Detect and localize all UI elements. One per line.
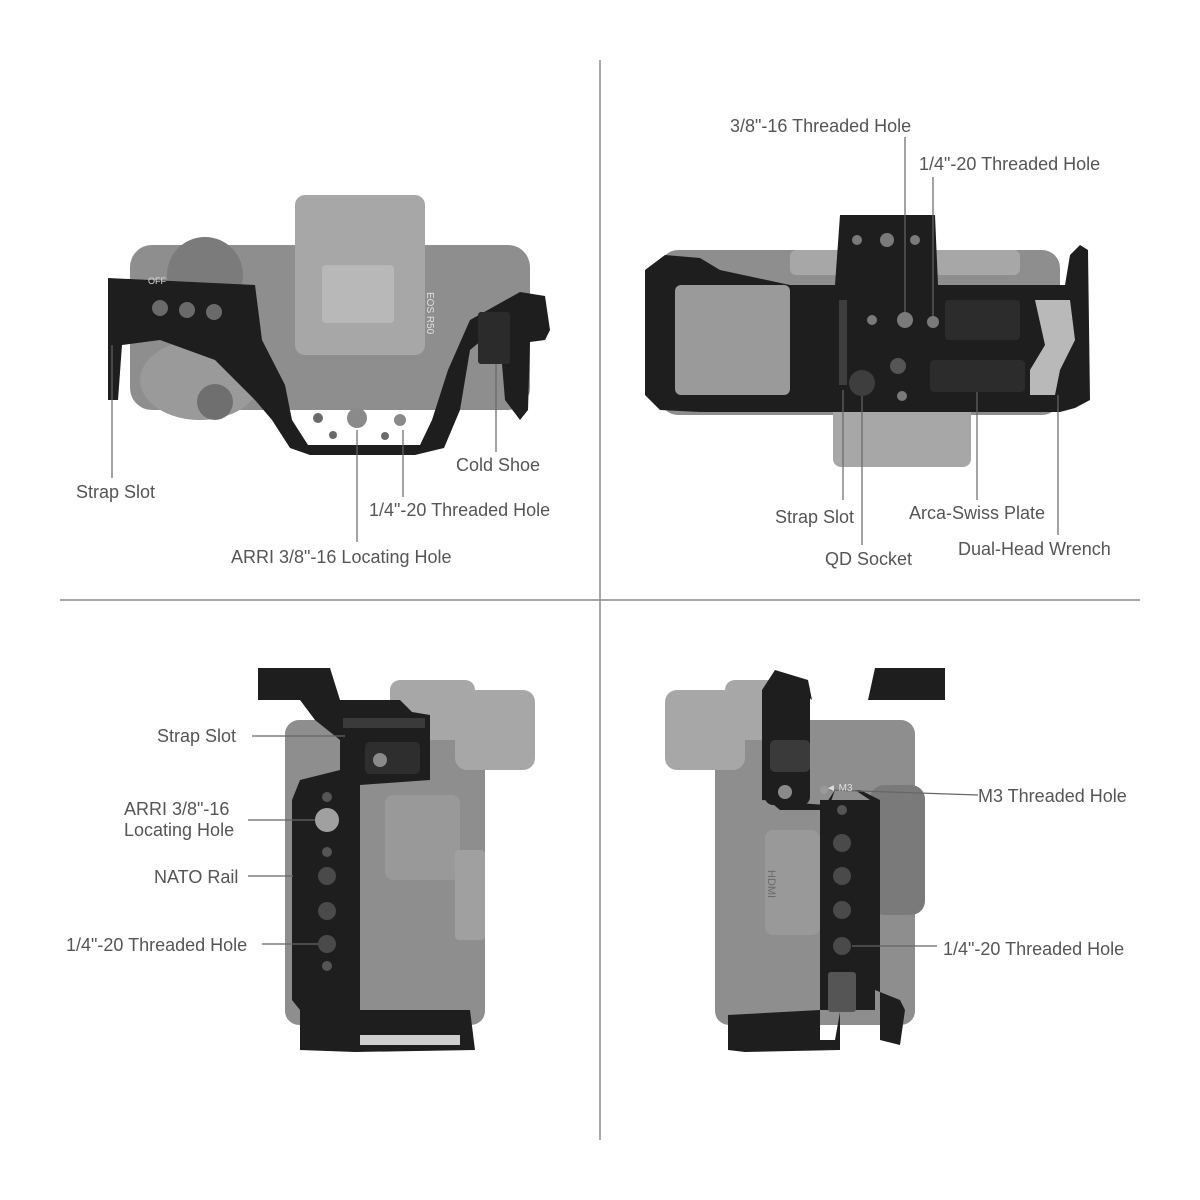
bottom-cage-hole [867,315,877,325]
left-view [248,668,535,1052]
bottom-wrench-label: Dual-Head Wrench [958,539,1111,559]
bottom-strap-slot-label: Strap Slot [775,507,855,527]
bottom-top-hole [880,233,894,247]
left-port-door [385,795,460,880]
left-cage-hole [318,902,336,920]
bottom-arca-plate [945,300,1020,340]
top-cage-hole [329,431,337,439]
bottom-hole-38 [897,312,913,328]
top-arri-hole-label: ARRI 3/8"-16 Locating Hole [231,547,452,567]
top-hotshoe [322,265,394,323]
top-cage-frame [108,278,550,455]
left-cage-frame [258,668,475,1052]
left-threaded-hole [318,935,336,953]
top-strap-slot-label: Strap Slot [76,482,156,502]
top-threaded-hole-label: 1/4"-20 Threaded Hole [369,500,551,520]
left-cage-hole [322,847,332,857]
right-threaded-hole [833,937,851,955]
top-cage-hole [179,302,195,318]
right-cage-hole [837,805,847,815]
top-cage-hole [381,432,389,440]
bottom-hole-14 [927,316,939,328]
top-cage-hole [313,413,323,423]
right-m3-hole [820,786,828,794]
right-cage-slot [828,972,856,1012]
left-nato-label: NATO Rail [154,867,239,887]
bottom-strap-slot [839,300,847,385]
left-clamp-screw [373,753,387,767]
right-m3-label: M3 Threaded Hole [978,786,1127,806]
left-clamp [365,742,420,774]
left-arri-label-line2: Locating Hole [124,820,235,840]
m3-marking: ◄ M3 [826,783,853,794]
right-clamp-screw [778,785,792,799]
right-cage-hole [833,867,851,885]
top-shutter-button [197,384,233,420]
top-cold-shoe-label: Cold Shoe [456,455,541,475]
bottom-qd-label: QD Socket [825,549,913,569]
right-grip [870,785,925,915]
right-hdmi-door [765,830,820,935]
top-threaded-hole [394,414,406,426]
bottom-cage-hole [897,391,907,401]
right-threaded-label: 1/4"-20 Threaded Hole [943,939,1125,959]
right-leader-m3 [829,789,979,796]
left-arri-hole [315,808,339,832]
hdmi-marking: HDMI [765,870,777,899]
bottom-eyecup [833,405,971,467]
bottom-arca-slot [930,360,1025,392]
left-cage-hole [322,792,332,802]
bottom-threaded-14-label: 1/4"-20 Threaded Hole [919,154,1101,174]
eos-marking: EOS R50 [424,292,435,335]
top-arri-hole [347,408,367,428]
left-arri-label-line1: ARRI 3/8"-16 [124,799,230,819]
top-cage-hole [206,304,222,320]
right-view [665,668,979,1052]
top-view [108,195,550,542]
top-cage-hole [152,300,168,316]
left-strap-slot [343,718,425,728]
bottom-top-hole [852,235,862,245]
bottom-battery-cutout [675,285,790,395]
bottom-top-hole [910,235,920,245]
bottom-view [645,137,1090,545]
off-marking: OFF [148,276,166,286]
left-nato-hole [318,867,336,885]
bottom-qd-socket [849,370,875,396]
left-base-plate [360,1035,460,1045]
right-clamp [770,740,810,772]
right-cage-hole [833,901,851,919]
top-cold-shoe [478,312,510,364]
bottom-screw [890,358,906,374]
left-strap-slot-label: Strap Slot [157,726,237,746]
left-threaded-label: 1/4"-20 Threaded Hole [66,935,248,955]
bottom-wrench [1030,300,1075,395]
right-cage-hole [833,834,851,852]
left-side-panel [455,850,485,940]
bottom-threaded-38-label: 3/8"-16 Threaded Hole [730,116,912,136]
left-cage-hole [322,961,332,971]
bottom-arca-label: Arca-Swiss Plate [909,503,1046,523]
